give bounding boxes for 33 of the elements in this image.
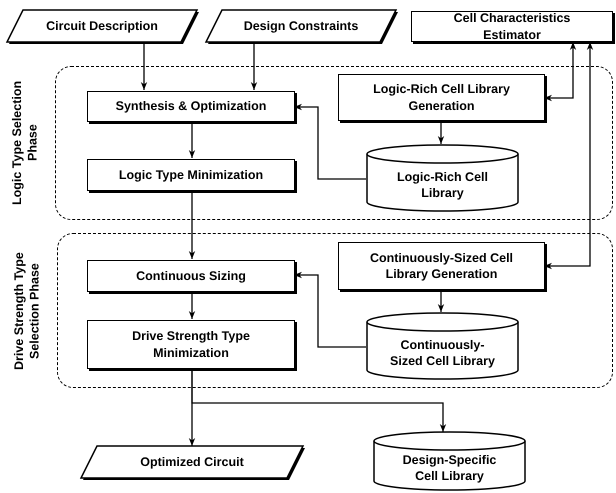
node-label: Continuously-Sized Cell Library — [389, 336, 496, 370]
arrow — [544, 42, 594, 270]
arrow — [188, 190, 196, 259]
node-label: Logic Type Minimization — [118, 166, 264, 184]
process-box — [338, 74, 545, 121]
process-box — [87, 260, 295, 292]
arrow — [140, 42, 148, 90]
phase-title: Logic Type Selection Phase — [10, 80, 41, 208]
process-box — [87, 320, 295, 369]
node-label: Logic-Rich Cell Library — [396, 168, 489, 202]
node-label: Drive Strength Type Minimization — [131, 328, 251, 361]
arrow — [438, 120, 444, 144]
process-box — [87, 91, 295, 122]
process-box — [338, 242, 545, 290]
node-label: Synthesis & Optimization — [116, 98, 266, 115]
process-box — [411, 11, 613, 42]
node-label: Logic-Rich Cell Library Generation — [372, 81, 511, 114]
node-label: Design-Specific Cell Library — [402, 452, 498, 484]
arrow — [188, 121, 196, 158]
phase-title: Drive Strength Type Selection Phase — [12, 250, 43, 372]
node-label: Continuous Sizing — [136, 268, 246, 284]
node-label: Design Constraints — [244, 18, 358, 34]
arrow — [188, 291, 196, 319]
node-label: Circuit Description — [46, 18, 158, 34]
arrow — [544, 42, 576, 102]
arrow — [294, 272, 366, 348]
arrow — [191, 368, 446, 432]
arrow — [294, 104, 366, 180]
arrow — [250, 42, 258, 90]
node-label: Optimized Circuit — [140, 454, 244, 470]
node-label: Continuously-Sized Cell Library Generation — [368, 250, 514, 282]
node-label: Cell Characteristics Estimator — [452, 10, 572, 43]
process-box — [87, 159, 295, 191]
